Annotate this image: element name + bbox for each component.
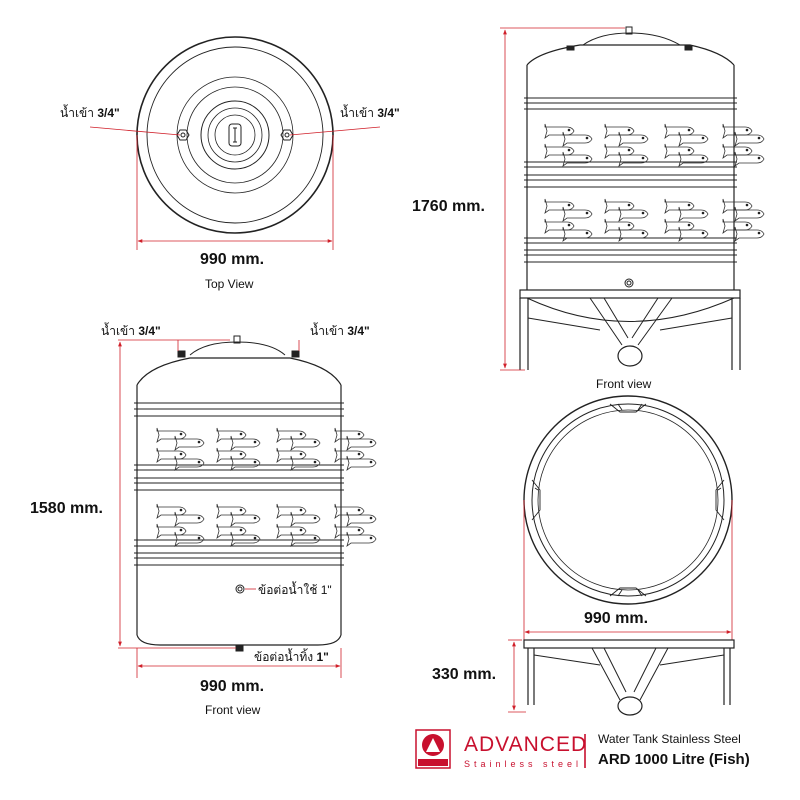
tank-inlet-left-text: น้ำเข้า bbox=[101, 324, 135, 338]
stand-height: 330 mm. bbox=[432, 666, 497, 683]
tank-inlet-right-size: 3/4" bbox=[347, 324, 370, 338]
top-inlet-left-label: น้ำเข้า 3/4" bbox=[60, 104, 120, 123]
tank-drain-label: ข้อต่อน้ำทิ้ง 1" bbox=[254, 648, 329, 667]
brand-block: ADVANCED Stainless steel bbox=[464, 733, 587, 769]
tank-front-width: 990 mm. bbox=[200, 678, 265, 695]
tank-drain-text: ข้อต่อน้ำทิ้ง bbox=[254, 650, 314, 664]
tank-drain-size: 1" bbox=[316, 650, 329, 664]
tank-outlet-use-label: ข้อต่อน้ำใช้ 1" bbox=[258, 583, 332, 597]
brand-logo-icon bbox=[415, 729, 451, 769]
stand-width: 990 mm. bbox=[584, 610, 649, 627]
tank-inlet-right-label: น้ำเข้า 3/4" bbox=[310, 322, 370, 341]
front-view-stand bbox=[519, 26, 764, 370]
product-line: Water Tank Stainless Steel bbox=[598, 732, 741, 746]
brand-name: ADVANCED bbox=[464, 733, 588, 756]
stand-front-caption: Front view bbox=[596, 377, 652, 391]
top-inlet-right-label: น้ำเข้า 3/4" bbox=[340, 104, 400, 123]
top-inlet-left-text: น้ำเข้า bbox=[60, 106, 94, 120]
product-model: ARD 1000 Litre (Fish) bbox=[598, 751, 750, 768]
front-view-tank bbox=[134, 335, 376, 652]
tank-inlet-left-label: น้ำเข้า 3/4" bbox=[101, 322, 161, 341]
top-view-caption: Top View bbox=[205, 277, 254, 291]
tank-inlet-left-size: 3/4" bbox=[138, 324, 161, 338]
top-inlet-right-text: น้ำเข้า bbox=[340, 106, 374, 120]
top-view-width: 990 mm. bbox=[200, 251, 265, 268]
top-inlet-right-size: 3/4" bbox=[377, 106, 400, 120]
tank-front-caption: Front view bbox=[205, 703, 261, 717]
top-view bbox=[136, 36, 334, 234]
tank-front-height: 1580 mm. bbox=[30, 500, 103, 517]
brand-tagline: Stainless steel bbox=[464, 759, 583, 769]
top-inlet-left-size: 3/4" bbox=[97, 106, 120, 120]
stand-side-view bbox=[523, 639, 735, 716]
stand-top-view bbox=[523, 395, 733, 605]
tank-inlet-right-text: น้ำเข้า bbox=[310, 324, 344, 338]
stand-front-height: 1760 mm. bbox=[412, 198, 485, 215]
